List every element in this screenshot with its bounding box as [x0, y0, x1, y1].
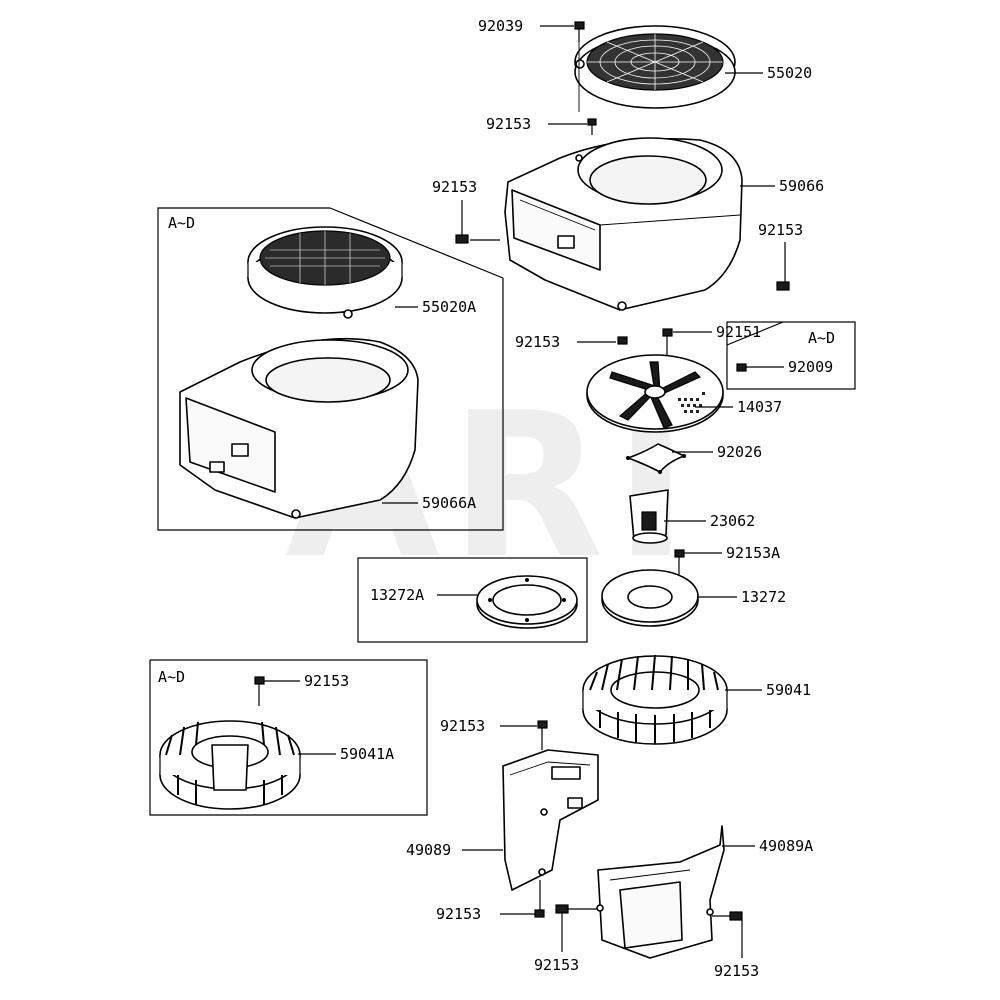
part-92026-bracket	[626, 443, 686, 474]
callout-92153-cover-top: 92153	[440, 717, 485, 735]
variant-label-screw: A~D	[808, 329, 835, 347]
part-59066A-housing	[179, 337, 419, 519]
callout-92039: 92039	[478, 17, 523, 35]
callout-92153-cover-bottom: 92153	[436, 905, 481, 923]
part-92153-screw-cover-top	[537, 720, 548, 750]
callout-92151: 92151	[716, 323, 761, 341]
callout-59066A: 59066A	[422, 494, 476, 512]
variant-label-housing: A~D	[168, 214, 195, 232]
part-55020A-screen	[247, 226, 403, 319]
callout-55020: 55020	[767, 64, 812, 82]
variant-box-plate	[357, 557, 588, 643]
variant-box-housing	[157, 207, 504, 531]
callout-92153-left: 92153	[432, 178, 477, 196]
variant-box-flywheel	[149, 659, 428, 816]
part-92009-screw	[736, 363, 747, 372]
callout-59066: 59066	[779, 177, 824, 195]
part-59041A-flywheel-fan	[159, 720, 301, 810]
part-49089-cover	[502, 749, 599, 891]
part-92153-screw-cover-bottom	[534, 880, 545, 918]
part-13272-plate	[601, 569, 699, 627]
callout-55020A: 55020A	[422, 298, 476, 316]
part-92153-screw-coverA-left	[555, 904, 598, 914]
callout-92153-top: 92153	[486, 115, 531, 133]
callout-92009: 92009	[788, 358, 833, 376]
part-92153-screw-coverA-right	[712, 911, 743, 921]
callout-92153-coverA-left: 92153	[534, 956, 579, 974]
callout-92153-bottom: 92153	[515, 333, 560, 351]
part-92039-screw	[574, 21, 585, 42]
callout-92153-flywheel: 92153	[304, 672, 349, 690]
part-92153-screw-top	[587, 118, 597, 135]
part-49089A-cover	[596, 825, 725, 959]
part-92153-screw-flywheel	[254, 676, 265, 706]
part-14037-fan	[586, 354, 724, 433]
callout-49089: 49089	[406, 841, 451, 859]
part-23062-holder	[629, 489, 669, 544]
variant-box-screw	[726, 321, 856, 390]
callout-14037: 14037	[737, 398, 782, 416]
part-13272A-plate	[476, 575, 578, 629]
callout-92153-coverA-right: 92153	[714, 962, 759, 980]
callout-13272A: 13272A	[370, 586, 424, 604]
callout-49089A: 49089A	[759, 837, 813, 855]
callout-92153-right: 92153	[758, 221, 803, 239]
callout-59041A: 59041A	[340, 745, 394, 763]
callout-13272: 13272	[741, 588, 786, 606]
part-92153-screw-left	[455, 210, 469, 244]
part-92153-screw-right	[776, 260, 790, 291]
part-59066-housing	[504, 137, 743, 311]
leader-lines	[264, 25, 786, 958]
variant-label-flywheel: A~D	[158, 668, 185, 686]
part-55020-screen	[574, 25, 736, 109]
part-92153-screw-bottom	[617, 336, 628, 345]
callout-59041: 59041	[766, 681, 811, 699]
callout-92026: 92026	[717, 443, 762, 461]
part-59041-flywheel-fan	[582, 654, 728, 745]
callout-92153A: 92153A	[726, 544, 780, 562]
callout-23062: 23062	[710, 512, 755, 530]
